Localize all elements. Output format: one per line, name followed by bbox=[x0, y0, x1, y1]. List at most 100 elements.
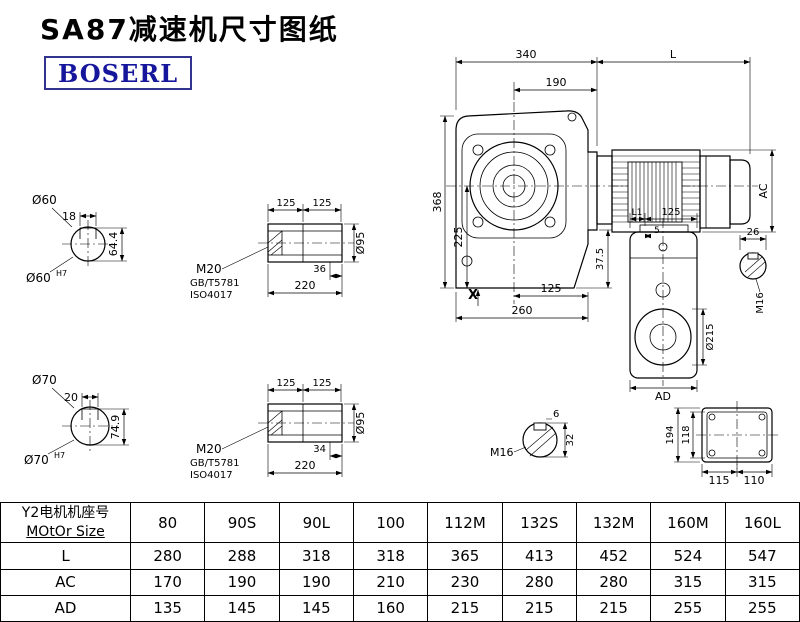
shaft70-ext-lines bbox=[81, 393, 129, 446]
side-view: L1 125 5 26 Ø215 AD M16 bbox=[629, 207, 767, 403]
dim-115: 115 bbox=[709, 474, 730, 487]
header-en: MOtOr Size bbox=[26, 523, 105, 540]
dim-125b-bot: 125 bbox=[312, 378, 331, 389]
motor-core bbox=[627, 161, 683, 223]
thread-m16-side: M16 bbox=[755, 292, 766, 313]
header-motor-size: Y2电机机座号 MOtOr Size bbox=[0, 501, 131, 544]
value-cell: 315 bbox=[724, 568, 800, 596]
thread-m20-bot: M20 bbox=[196, 442, 222, 456]
header-cell: 132M bbox=[575, 501, 652, 544]
dim-64-4: 64.4 bbox=[107, 232, 120, 257]
header-cell: 160L bbox=[724, 501, 800, 544]
front-view: 340 L 190 368 225 AC 37.5 125 260 X bbox=[431, 48, 776, 322]
rear-view: 194 118 115 110 bbox=[665, 401, 779, 487]
shaft60-leader-bottom bbox=[49, 256, 74, 273]
bolt-hole bbox=[544, 144, 556, 156]
header-cell: 90S bbox=[204, 501, 280, 544]
dim-225: 225 bbox=[452, 227, 465, 248]
side-body bbox=[629, 231, 698, 379]
value-cell: 160 bbox=[352, 594, 429, 622]
bolt-hole bbox=[472, 216, 484, 228]
value-cell: 280 bbox=[501, 568, 577, 596]
dim-26: 26 bbox=[747, 227, 760, 238]
value-cell: 215 bbox=[427, 594, 503, 622]
value-cell: 145 bbox=[278, 594, 354, 622]
row-label: AD bbox=[0, 594, 131, 622]
value-cell: 452 bbox=[575, 542, 652, 570]
shaft70-leader-top bbox=[51, 387, 75, 409]
dia-70: Ø70 bbox=[32, 373, 57, 387]
value-cell: 255 bbox=[724, 594, 800, 622]
dim-340: 340 bbox=[516, 48, 537, 61]
value-cell: 230 bbox=[427, 568, 503, 596]
value-cell: 547 bbox=[724, 542, 800, 570]
dim-AD: AD bbox=[655, 390, 671, 403]
keyway-hatch bbox=[525, 426, 557, 457]
key-hatch-bot bbox=[267, 410, 283, 436]
dim-215: Ø215 bbox=[704, 324, 716, 351]
housing-outline bbox=[455, 110, 598, 289]
dim-220-bot: 220 bbox=[295, 459, 316, 472]
dia-70-h7: Ø70 bbox=[24, 453, 49, 467]
std-gb-top: GB/T5781 bbox=[190, 278, 240, 289]
shaft70-section: Ø70 20 74.9 Ø70 H7 bbox=[24, 373, 129, 467]
dim-20: 20 bbox=[64, 391, 78, 404]
table-row-L: L 280 288 318 318 365 413 452 524 547 bbox=[0, 542, 800, 570]
value-cell: 315 bbox=[650, 568, 726, 596]
dia-95-top: Ø95 bbox=[354, 232, 367, 255]
dim-220-top: 220 bbox=[295, 279, 316, 292]
rear-bolt bbox=[708, 449, 716, 457]
bolt-hole bbox=[472, 144, 484, 156]
dim-125b-top: 125 bbox=[312, 198, 331, 209]
shaft-top-ext-lines bbox=[267, 204, 359, 297]
value-cell: 210 bbox=[352, 568, 429, 596]
value-cell: 318 bbox=[278, 542, 354, 570]
header-cn: Y2电机机座号 bbox=[21, 505, 110, 522]
key-hatch-top bbox=[267, 230, 283, 256]
m16-leader bbox=[513, 446, 527, 453]
value-cell: 190 bbox=[204, 568, 280, 596]
rear-bolt bbox=[708, 413, 716, 421]
side-ext-lines bbox=[629, 213, 767, 392]
thread-m20-top: M20 bbox=[196, 262, 222, 276]
motor-fan-cowl bbox=[729, 159, 751, 225]
header-cell: 132S bbox=[501, 501, 577, 544]
value-cell: 215 bbox=[575, 594, 652, 622]
m20-leader-bot bbox=[221, 426, 269, 450]
value-cell: 280 bbox=[575, 568, 652, 596]
rear-bolt bbox=[758, 413, 766, 421]
header-cell: 112M bbox=[427, 501, 503, 544]
table-header-row: Y2电机机座号 MOtOr Size 80 90S 90L 100 112M 1… bbox=[0, 501, 800, 544]
dia-60-h7: Ø60 bbox=[26, 271, 51, 285]
boserl-logo: BOSERL bbox=[44, 56, 193, 90]
shaft60-ext-lines bbox=[79, 212, 127, 262]
header-cell: 80 bbox=[129, 501, 206, 544]
dim-260: 260 bbox=[512, 304, 533, 317]
dim-125a-top: 125 bbox=[276, 198, 295, 209]
dim-74-9: 74.9 bbox=[109, 415, 122, 440]
side-top-cap bbox=[639, 224, 689, 233]
size-table: Y2电机机座号 MOtOr Size 80 90S 90L 100 112M 1… bbox=[0, 501, 800, 622]
dim-118: 118 bbox=[681, 425, 692, 444]
value-cell: 288 bbox=[204, 542, 280, 570]
logo-text: BOSERL bbox=[58, 58, 179, 88]
x-label: X bbox=[468, 288, 478, 303]
header-cell: 160M bbox=[650, 501, 726, 544]
dim-125: 125 bbox=[541, 282, 562, 295]
m20-leader-top bbox=[221, 246, 269, 270]
dim-L: L bbox=[670, 48, 677, 61]
table-row-AC: AC 170 190 190 210 230 280 280 315 315 bbox=[0, 568, 800, 596]
dim-36: 36 bbox=[313, 264, 326, 275]
dim-194: 194 bbox=[665, 425, 676, 444]
dim-125a-bot: 125 bbox=[276, 378, 295, 389]
keyway-slot bbox=[533, 422, 547, 431]
row-label: L bbox=[0, 542, 131, 570]
dim-5: 5 bbox=[654, 226, 660, 236]
rear-bolt bbox=[758, 449, 766, 457]
dim-37-5: 37.5 bbox=[595, 248, 606, 270]
std-gb-bot: GB/T5781 bbox=[190, 458, 240, 469]
tol-h7: H7 bbox=[56, 269, 67, 278]
value-cell: 318 bbox=[352, 542, 429, 570]
value-cell: 280 bbox=[129, 542, 206, 570]
thread-m16: M16 bbox=[490, 446, 514, 459]
